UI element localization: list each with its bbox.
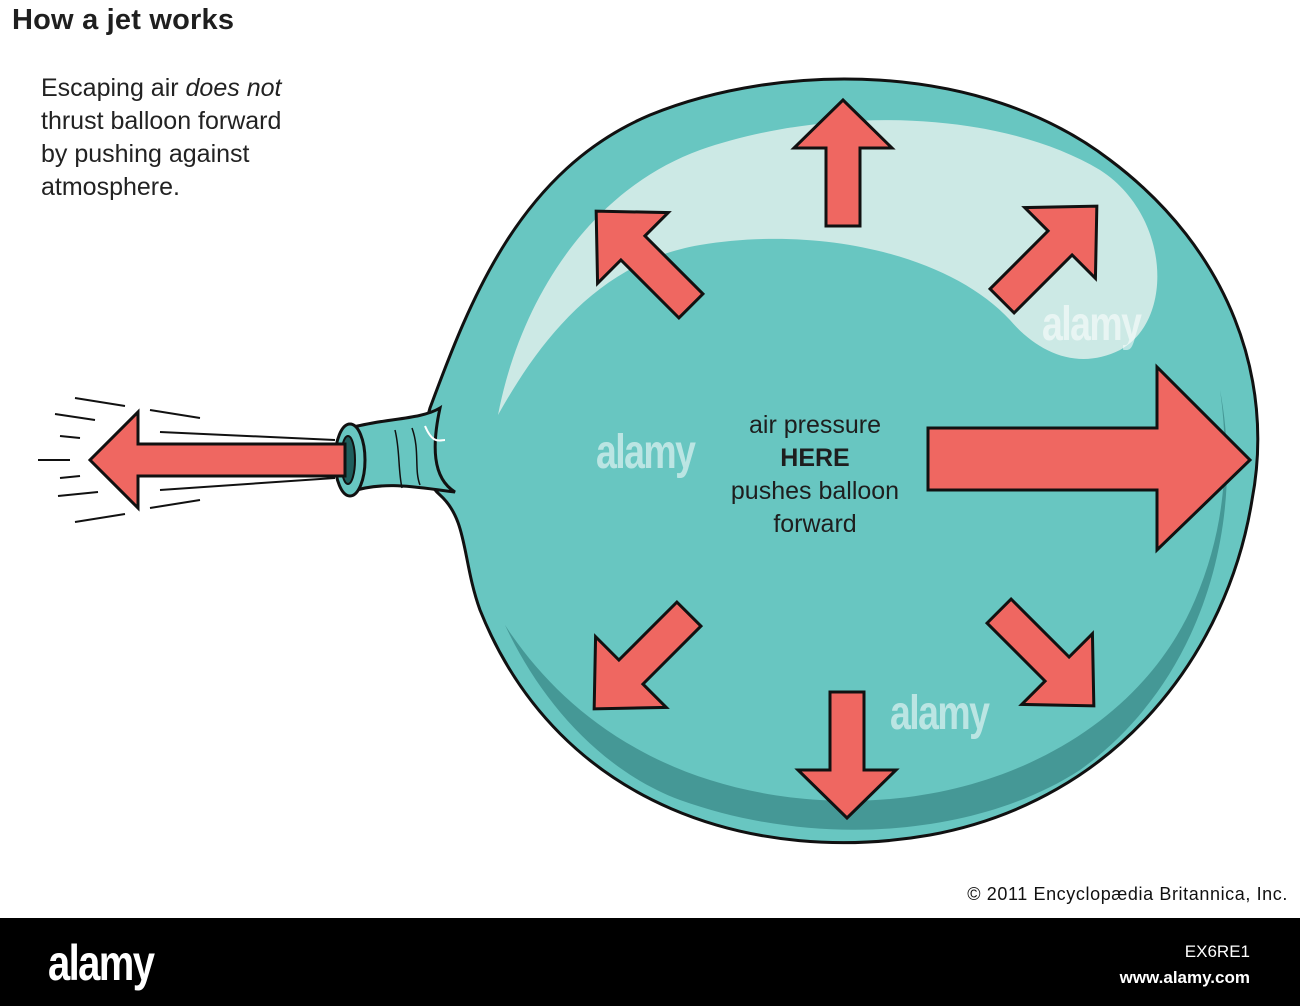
- air-pressure-label-line-3: pushes balloon: [705, 475, 925, 508]
- stock-footer-bar: alamy EX6RE1 www.alamy.com: [0, 918, 1300, 1006]
- footer-site-link[interactable]: www.alamy.com: [1120, 968, 1250, 988]
- copyright-notice: © 2011 Encyclopædia Britannica, Inc.: [967, 884, 1288, 905]
- air-pressure-label-line-4: forward: [705, 508, 925, 541]
- exhaust-arrow: [90, 412, 345, 508]
- air-pressure-label: air pressure HERE pushes balloon forward: [705, 409, 925, 541]
- air-pressure-label-line-1: air pressure: [705, 409, 925, 442]
- footer-logo: alamy: [48, 934, 153, 992]
- air-pressure-label-emphasis: HERE: [705, 442, 925, 475]
- balloon-diagram: [0, 0, 1300, 918]
- image-code: EX6RE1: [1185, 942, 1250, 962]
